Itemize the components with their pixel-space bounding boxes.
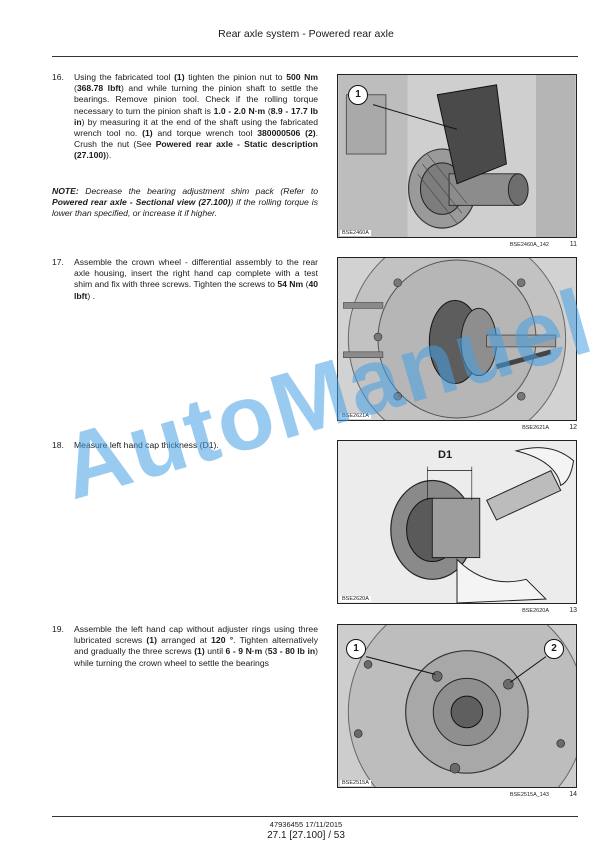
note-label: NOTE: bbox=[52, 186, 79, 196]
step-number: 17. bbox=[52, 257, 64, 267]
figure-reference: BSE2460A_142 bbox=[509, 242, 549, 248]
figure-reference: BSE2515A_143 bbox=[509, 792, 549, 798]
step-17: 17. Assemble the crown wheel - different… bbox=[52, 257, 318, 302]
page-header: Rear axle system - Powered rear axle bbox=[218, 28, 394, 40]
left-cap-assembly-illustration bbox=[338, 625, 576, 787]
cap-measurement-illustration bbox=[338, 441, 576, 603]
note-block: NOTE: Decrease the bearing adjustment sh… bbox=[52, 186, 318, 220]
figure-number: 12 bbox=[569, 424, 577, 431]
step-number: 18. bbox=[52, 440, 64, 450]
step-text: Using the fabricated tool (1) tighten th… bbox=[74, 72, 319, 161]
callout-1: 1 bbox=[348, 85, 368, 105]
page-number: 27.1 [27.100] / 53 bbox=[267, 830, 345, 841]
figure-reference: BSE2621A bbox=[522, 425, 549, 431]
callout-2: 2 bbox=[544, 639, 564, 659]
figure-13: D1 BSE2620A bbox=[337, 440, 577, 604]
step-19: 19. Assemble the left hand cap without a… bbox=[52, 624, 318, 669]
note-text: Decrease the bearing adjustment shim pac… bbox=[52, 186, 319, 219]
step-text: Assemble the left hand cap without adjus… bbox=[74, 624, 318, 668]
footer-divider bbox=[52, 816, 578, 817]
figure-11: 1 BSE2460A bbox=[337, 74, 577, 238]
figure-code: BSE2621A bbox=[340, 413, 371, 419]
figure-12: BSE2621A bbox=[337, 257, 577, 421]
step-text: Assemble the crown wheel - differential … bbox=[74, 257, 319, 301]
figure-code: BSE2515A bbox=[340, 780, 371, 786]
step-18: 18. Measure left hand cap thickness (D1)… bbox=[52, 440, 318, 451]
figure-code: BSE2460A bbox=[340, 230, 371, 236]
figure-number: 14 bbox=[569, 791, 577, 798]
step-number: 19. bbox=[52, 624, 64, 634]
header-divider bbox=[52, 56, 578, 57]
callout-1: 1 bbox=[346, 639, 366, 659]
step-16: 16. Using the fabricated tool (1) tighte… bbox=[52, 72, 318, 162]
figure-number: 11 bbox=[569, 241, 577, 248]
pinion-tool-illustration bbox=[338, 75, 576, 237]
step-text: Measure left hand cap thickness (D1). bbox=[74, 440, 219, 450]
figure-number: 13 bbox=[569, 607, 577, 614]
dimension-label: D1 bbox=[438, 449, 453, 461]
step-number: 16. bbox=[52, 72, 64, 82]
figure-reference: BSE2620A bbox=[522, 608, 549, 614]
document-id: 47936455 17/11/2015 bbox=[269, 820, 343, 829]
crown-wheel-illustration bbox=[338, 258, 576, 420]
figure-code: BSE2620A bbox=[340, 596, 371, 602]
figure-14: 1 2 BSE2515A bbox=[337, 624, 577, 788]
